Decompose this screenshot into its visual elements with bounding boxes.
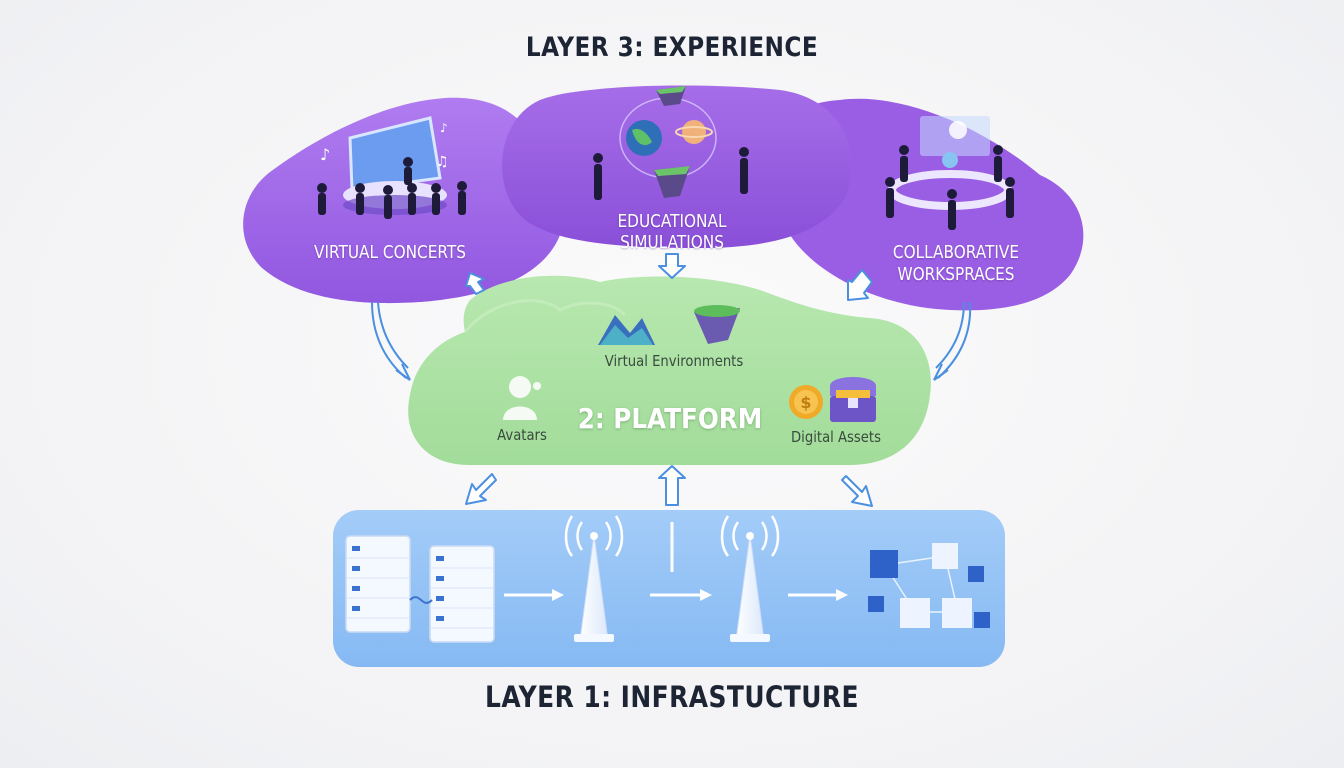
- concert-illustration: ♪ ♫ ♪: [317, 116, 467, 219]
- antenna-tower-icon: [564, 515, 624, 642]
- network-cube-icon: [868, 543, 990, 628]
- platform-layer-title: 2: PLATFORM: [577, 402, 763, 435]
- infrastructure-layer-title: LAYER 1: INFRASTUCTURE: [485, 680, 859, 714]
- mountain-icon: [598, 315, 655, 345]
- treasure-chest-icon: [830, 377, 876, 422]
- arrow-up: [465, 272, 485, 295]
- arrow-down: [465, 473, 497, 505]
- svg-text:$: $: [800, 393, 811, 412]
- music-note-icon: ♪: [320, 145, 330, 164]
- arrow-down: [841, 475, 873, 507]
- collaboration-illustration: [885, 116, 1015, 230]
- collaborative-workspaces-label-line2: WORKSPRACES: [897, 264, 1015, 285]
- virtual-concerts-label: VIRTUAL CONCERTS: [313, 242, 466, 263]
- experience-layer-title: LAYER 3: EXPERIENCE: [525, 32, 819, 63]
- server-icon: [345, 535, 411, 633]
- music-note-icon: ♫: [436, 154, 449, 170]
- arrow-up: [658, 465, 686, 506]
- layer-arrows: [465, 253, 873, 507]
- infrastructure-band: [333, 510, 1005, 667]
- avatar-icon: [503, 376, 541, 420]
- virtual-environments-label: Virtual Environments: [604, 352, 744, 370]
- music-note-icon: ♪: [440, 121, 448, 135]
- infrastructure-layer: [333, 510, 1005, 667]
- arrow-down: [847, 269, 873, 301]
- antenna-tower-icon: [720, 515, 780, 642]
- digital-assets-label: Digital Assets: [791, 428, 881, 446]
- curved-arrows: [371, 301, 972, 381]
- educational-simulations-label: EDUCATIONAL SIMULATIONS: [617, 211, 727, 253]
- floating-island-icon: [694, 305, 740, 344]
- avatars-label: Avatars: [497, 426, 547, 444]
- education-illustration: [593, 86, 749, 200]
- experience-cloud-center: [502, 85, 852, 248]
- server-icon: [429, 545, 495, 643]
- concert-screen: [348, 116, 442, 192]
- planet-icon: [682, 120, 706, 144]
- collaborative-workspaces-label-line1: COLLABORATIVE: [892, 242, 1020, 263]
- coin-icon: $: [789, 385, 823, 419]
- arrow-down: [658, 253, 686, 279]
